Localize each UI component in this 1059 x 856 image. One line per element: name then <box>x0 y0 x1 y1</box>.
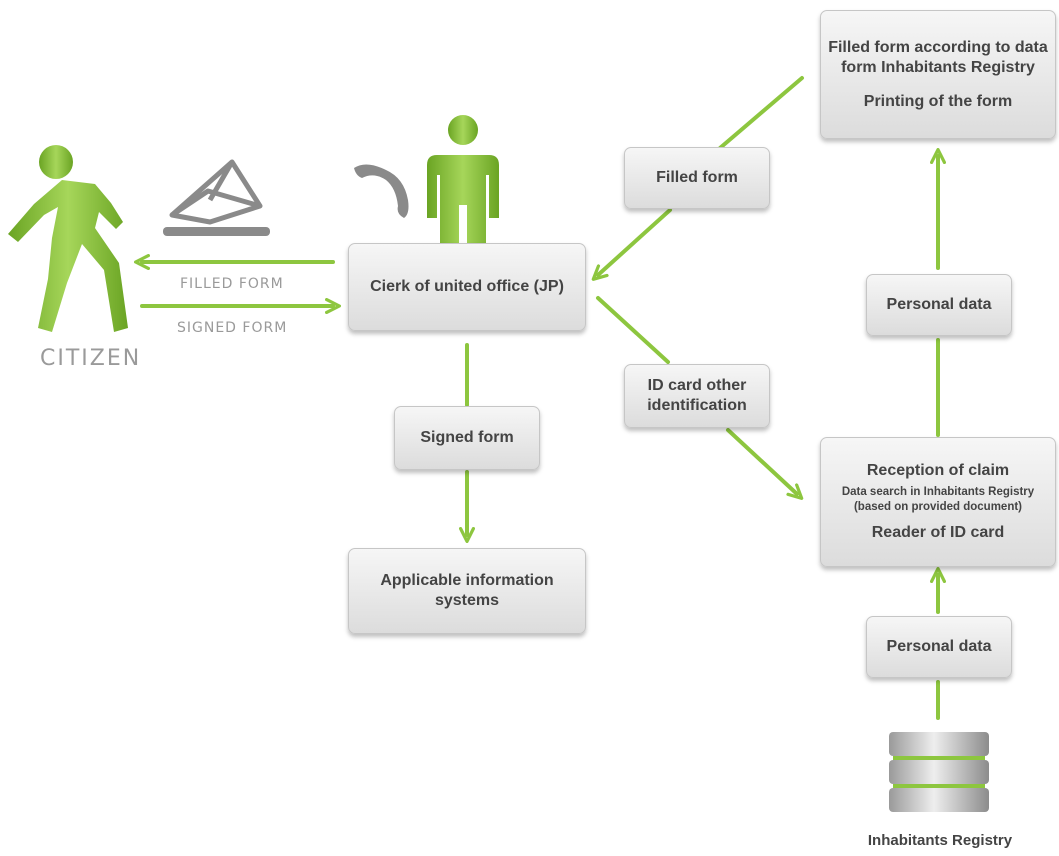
reception-title: Reception of claim <box>866 462 1010 479</box>
connector-top-to-filled <box>718 76 804 150</box>
id-card-line-1: ID card other <box>647 377 747 394</box>
arrow-id-to-reception <box>726 428 804 500</box>
filled-form-box-label: Filled form <box>656 169 738 186</box>
id-card-box: ID card other identification <box>624 364 770 428</box>
clerk-box-label: Cierk of united office (JP) <box>370 278 564 295</box>
signed-form-box: Signed form <box>394 406 540 470</box>
filled-form-data-line-1: Filled form according to data <box>828 38 1048 56</box>
phone-icon <box>354 164 409 218</box>
connector-clerk-to-id <box>596 296 670 364</box>
personal-data-top-box: Personal data <box>866 274 1012 336</box>
filled-form-box: Filled form <box>624 147 770 209</box>
id-card-line-2: identification <box>647 397 747 414</box>
signed-form-label: SIGNED FORM <box>177 320 288 336</box>
applicable-line-2: systems <box>434 592 500 609</box>
reception-sub-2: (based on provided document) <box>853 501 1023 513</box>
reader-of-id-card-label: Reader of ID card <box>871 524 1005 541</box>
clerk-figure-icon <box>427 115 499 244</box>
reception-of-claim-box: Reception of claim Data search in Inhabi… <box>820 437 1056 567</box>
filled-form-data-box: Filled form according to data form Inhab… <box>820 10 1056 139</box>
applicable-systems-box: Applicable information systems <box>348 548 586 634</box>
personal-data-bottom-label: Personal data <box>886 638 992 655</box>
envelope-icon <box>163 159 270 236</box>
citizen-figure-icon <box>8 145 128 332</box>
arrow-filled-to-clerk <box>591 208 672 281</box>
citizen-label: CITIZEN <box>40 346 142 371</box>
clerk-box: Cierk of united office (JP) <box>348 243 586 331</box>
personal-data-top-label: Personal data <box>886 296 992 313</box>
filled-form-label: FILLED FORM <box>180 276 284 292</box>
applicable-line-1: Applicable information <box>380 572 554 589</box>
filled-form-data-line-2: form Inhabitants Registry <box>841 58 1035 76</box>
signed-form-box-label: Signed form <box>420 429 514 446</box>
printing-of-form-label: Printing of the form <box>863 92 1013 110</box>
database-icon <box>889 732 989 812</box>
inhabitants-registry-label: Inhabitants Registry <box>867 832 1013 849</box>
reception-sub-1: Data search in Inhabitants Registry <box>841 486 1035 498</box>
personal-data-bottom-box: Personal data <box>866 616 1012 678</box>
